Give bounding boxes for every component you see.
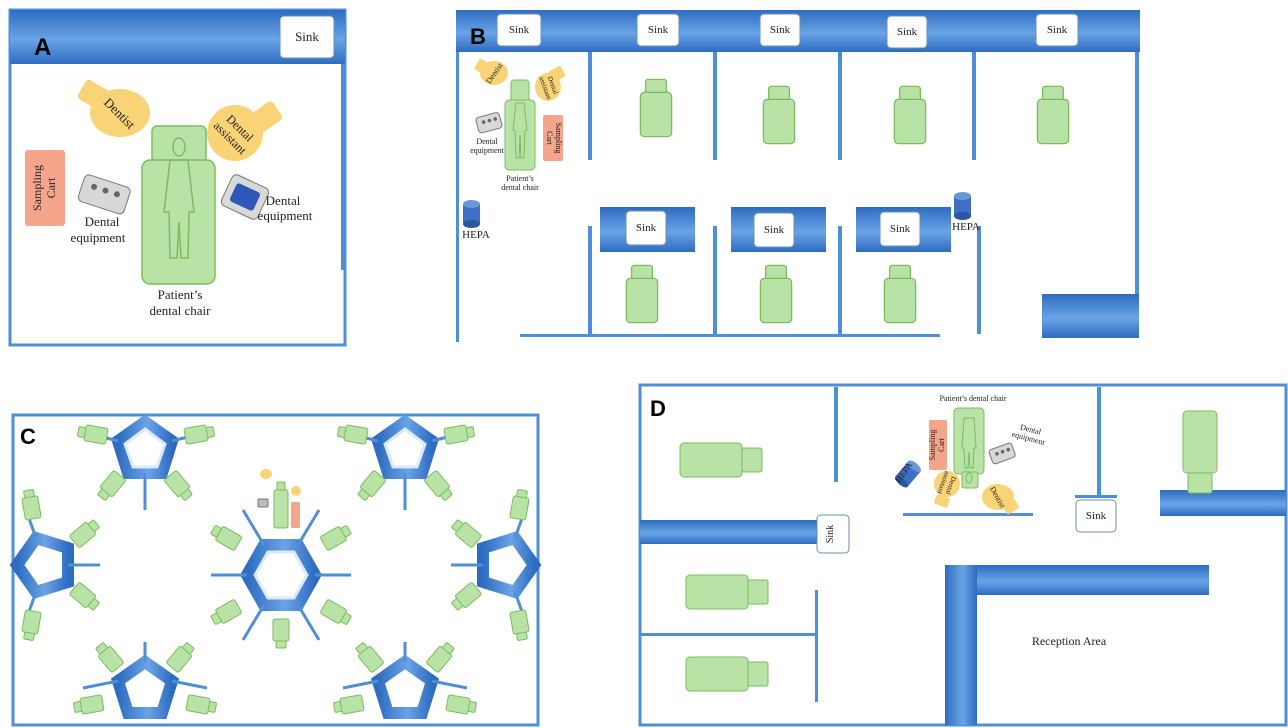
svg-text:SamplingCart: SamplingCart [928,430,946,461]
svg-text:Sink: Sink [648,24,669,36]
pod-c-2 [336,414,476,510]
panel-c-letter: C [20,424,36,449]
sink-b-1: Sink [496,13,542,47]
pod-c-1 [76,414,216,510]
hepa-d [895,460,921,488]
sampling-cart-d: SamplingCart [928,420,947,470]
svg-text:Sink: Sink [890,223,911,235]
panel-b-letter: B [470,24,486,49]
panel-b-corner-block [1042,294,1139,338]
dentist-a: Dentist [77,79,150,137]
dentist-b: Dentist [474,59,508,85]
pod-c-6 [332,639,478,719]
chair-d-4 [1182,410,1218,494]
chair-b-top-1 [639,78,673,138]
svg-text:Sink: Sink [1086,510,1107,522]
svg-text:Sink: Sink [509,24,530,36]
dental-assistant-a: Dental assistant [207,101,283,161]
sink-b-2: Sink [636,13,680,47]
sink-d-2: Sink [1075,499,1117,533]
pod-c-3 [9,488,103,642]
patient-chair-d [953,407,985,489]
chair-d-3 [685,656,769,692]
hepa-b-left [463,200,480,228]
patient-chair-b [504,79,536,171]
dental-equipment-a-right [220,174,270,220]
dental-equipment-b [475,112,503,134]
svg-text:Sink: Sink [897,26,918,38]
reception-area-label: Reception Area [1032,634,1107,648]
pod-c-center [208,509,354,649]
patient-chair-a-label-2: dental chair [150,303,212,318]
svg-text:Sink: Sink [825,525,836,543]
panel-a-letter: A [34,34,51,61]
dentist-d: Dentist [982,484,1019,515]
dental-equipment-d-label: Dentalequipment [1011,421,1049,447]
reception-wall-left [945,565,977,725]
panel-a: A Sink Dentist Dental assistant Sampling… [8,8,347,347]
sink-b-6: Sink [625,210,667,246]
chair-b-top-2 [762,85,796,145]
svg-text:Sink: Sink [636,222,657,234]
panel-d: D Sink Sink Patient’s dental chair Sam [638,383,1288,727]
chair-b-top-4 [1036,85,1070,145]
chair-d-1 [679,442,763,478]
svg-text:SamplingCart: SamplingCart [30,165,58,211]
panel-d-wall-left [640,520,818,544]
dental-equipment-b-label-1: Dental [476,137,498,146]
dental-equipment-b-label-2: equipment [470,146,505,155]
dental-equipment-a-right-label-2: equipment [258,208,313,223]
svg-text:Sink: Sink [770,24,791,36]
sink-d-1: Sink [816,514,850,554]
chair-b-bottom-3 [883,264,917,324]
dental-equipment-a-left [77,174,131,215]
hepa-b-right [954,192,971,220]
hepa-b-left-label: HEPA [462,229,490,241]
dental-equipment-a-left-label-2: equipment [71,230,126,245]
chair-b-bottom-1 [625,264,659,324]
patient-chair-b-label-2: dental chair [501,183,539,192]
sink-b-8: Sink [879,211,921,247]
sampling-cart-b: SamplingCart [543,115,563,161]
dental-equipment-a-left-label-1: Dental [85,214,120,229]
pod-c-4 [448,488,542,642]
patient-chair-d-label: Patient’s dental chair [939,394,1006,403]
panel-c: C [9,413,542,727]
patient-chair-b-label-1: Patient’s [506,174,534,183]
sink-b-4: Sink [886,15,928,49]
patient-chair-a-label-1: Patient’s [158,287,203,302]
svg-text:Sink: Sink [1047,24,1068,36]
sink-a-label: Sink [295,29,319,44]
dental-equipment-a-right-label-1: Dental [266,193,301,208]
panel-d-wall-right [1160,490,1286,516]
dental-equipment-d [988,442,1016,465]
hepa-b-right-label: HEPA [952,221,980,233]
reception-wall-top [945,565,1209,595]
svg-text:SamplingCart: SamplingCart [545,123,563,154]
sink-b-3: Sink [759,13,801,47]
patient-chair-a [141,125,216,285]
dental-assistant-b: Dentalassistant [535,66,566,101]
panel-d-letter: D [650,396,666,421]
sink-b-5: Sink [1035,13,1079,47]
panel-c-border [11,413,540,727]
sink-a [279,15,335,59]
chair-b-bottom-2 [759,264,793,324]
svg-text:Sink: Sink [764,224,785,236]
patient-chair-c [257,469,301,529]
pod-c-5 [72,639,218,719]
sampling-cart-a: SamplingCart [25,150,65,226]
sink-b-7: Sink [753,212,795,248]
chair-b-top-3 [893,85,927,145]
dental-assistant-d: Dentalassistant [934,470,960,508]
chair-d-2 [685,574,769,610]
panel-b: B Sink Sink Sink Sink Sink Sink Sink Sin… [456,10,1140,342]
